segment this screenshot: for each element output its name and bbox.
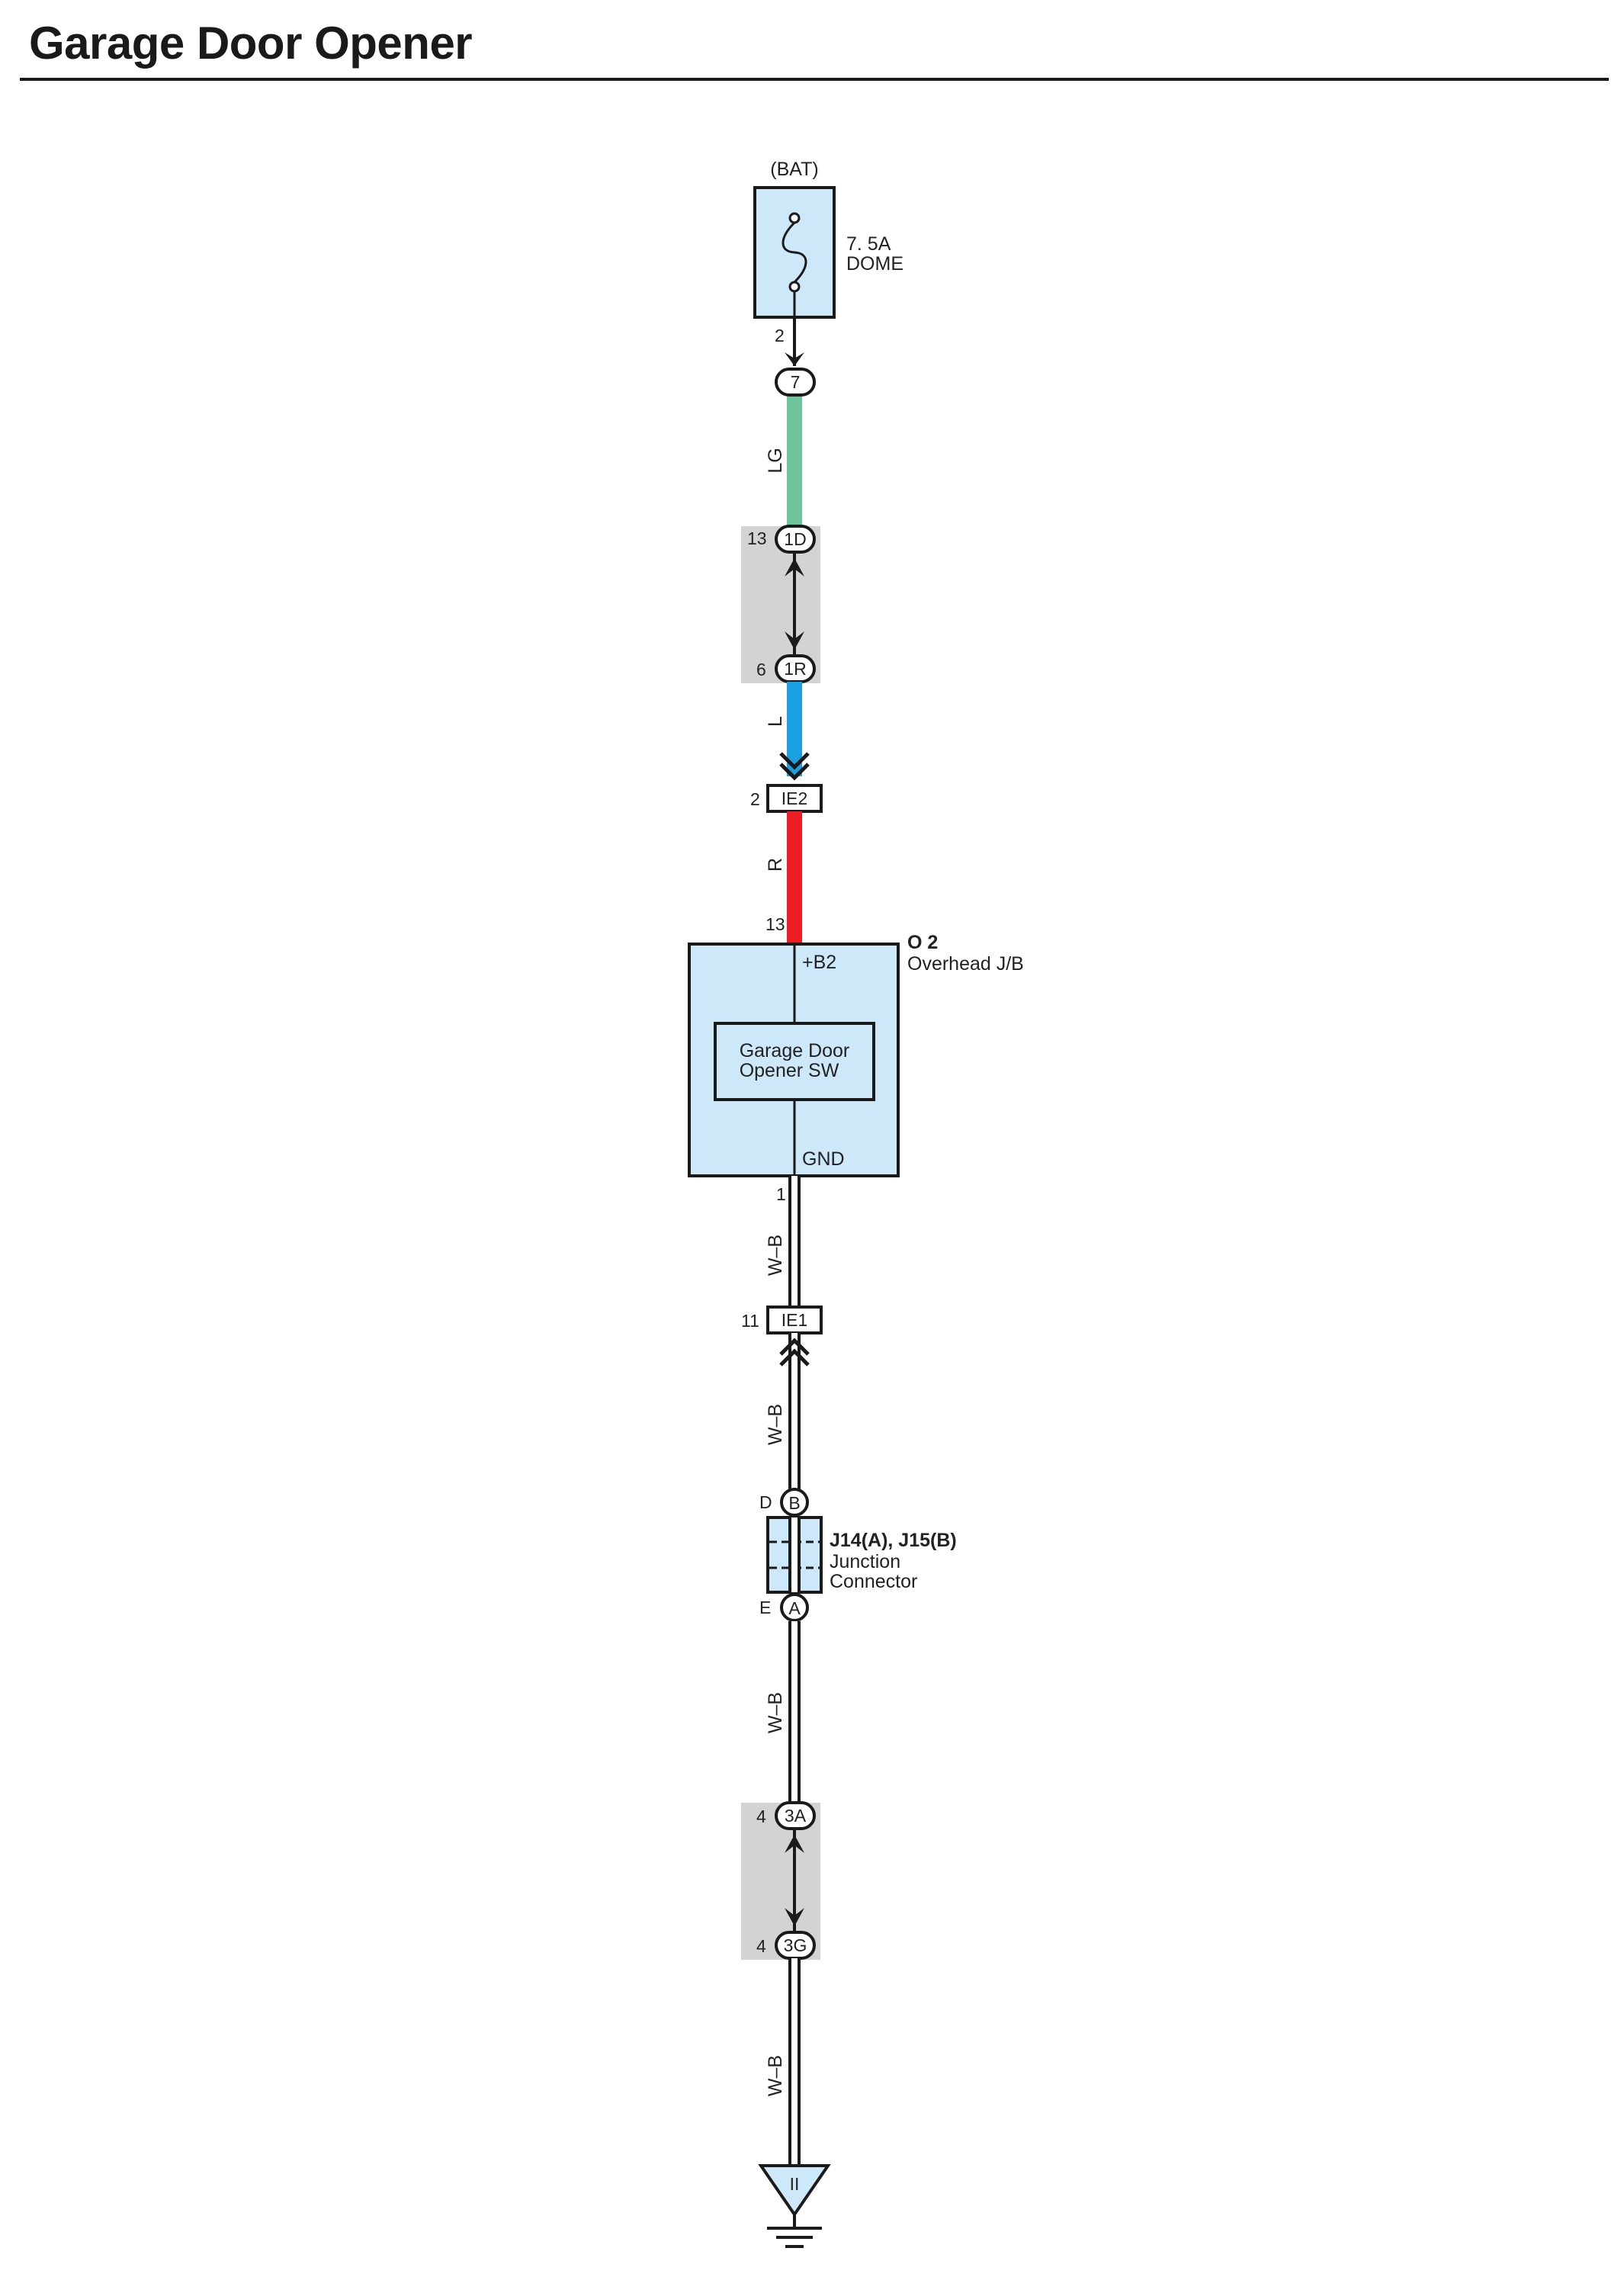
- page-title: Garage Door Opener: [29, 18, 473, 69]
- arrow-down-icon: [785, 631, 804, 650]
- connector-1r-pin: 6: [756, 660, 766, 679]
- fuse-icon: [782, 212, 807, 317]
- wire-lg[interactable]: [787, 393, 802, 528]
- connector-1d-pin: 13: [747, 528, 767, 548]
- wire-l[interactable]: [787, 682, 802, 776]
- junction-line1: Junction: [830, 1551, 900, 1572]
- connector-b-pin: D: [759, 1492, 772, 1512]
- connector-3g-label: 3G: [784, 1935, 807, 1955]
- connector-1r[interactable]: 1R: [775, 654, 816, 683]
- arrow-up-icon: [785, 1835, 804, 1853]
- wire-r[interactable]: [787, 811, 802, 944]
- fuse-source-label: (BAT): [770, 159, 818, 180]
- connector-7-label: 7: [791, 372, 801, 392]
- connector-3g[interactable]: 3G: [775, 1931, 816, 1960]
- connector-1d[interactable]: 1D: [775, 525, 816, 554]
- fuse-rating-label: 7. 5A: [846, 233, 891, 255]
- arrow-down-icon: [785, 1908, 804, 1926]
- fuse-pin-label: 2: [775, 326, 785, 345]
- connector-7[interactable]: 7: [775, 368, 816, 397]
- junction-line2: Connector: [830, 1571, 917, 1592]
- jb-pin-bottom: 1: [776, 1184, 786, 1204]
- connector-a[interactable]: A: [780, 1593, 809, 1622]
- connector-1d-label: 1D: [784, 529, 806, 549]
- connector-a-pin: E: [759, 1598, 771, 1617]
- arrow-down-icon: [785, 352, 804, 366]
- title-rule: [20, 78, 1609, 81]
- garage-door-opener-switch[interactable]: [714, 1022, 875, 1101]
- jb-name: Overhead J/B: [907, 953, 1024, 975]
- connector-ie1-label: IE1: [782, 1310, 808, 1330]
- wire-wb-3[interactable]: [788, 1621, 801, 1816]
- wire-wb-1[interactable]: [788, 1176, 801, 1321]
- wire-wb-1-label: W–B: [765, 1235, 786, 1276]
- ground-icon[interactable]: [758, 2164, 831, 2248]
- double-chevron-down-icon: [779, 752, 810, 781]
- junction-code: J14(A), J15(B): [830, 1530, 957, 1551]
- connector-3a-pin: 4: [756, 1807, 766, 1826]
- connector-b-label: B: [788, 1493, 800, 1513]
- jb-terminal-top: +B2: [802, 952, 836, 973]
- wire-wb-4-label: W–B: [765, 2055, 786, 2096]
- connector-ie1[interactable]: IE1: [766, 1306, 823, 1334]
- connector-ie2-pin: 2: [750, 789, 760, 809]
- connector-ie2-label: IE2: [782, 788, 808, 808]
- wire-wb-3-label: W–B: [765, 1692, 786, 1733]
- switch-label-line2: Opener SW: [740, 1060, 839, 1081]
- ground-label: II: [790, 2174, 800, 2194]
- connector-ie2[interactable]: IE2: [766, 784, 823, 813]
- jb-code: O 2: [907, 932, 938, 953]
- connector-3g-pin: 4: [756, 1936, 766, 1956]
- wire-lg-label: LG: [765, 448, 786, 473]
- fuse-name-label: DOME: [846, 253, 903, 275]
- connector-ie1-pin: 11: [741, 1311, 759, 1331]
- wire-l-label: L: [765, 716, 786, 727]
- wire-wb-2-label: W–B: [765, 1404, 786, 1445]
- jb-pin-top: 13: [765, 914, 785, 934]
- jb-terminal-bottom: GND: [802, 1148, 845, 1170]
- arrow-up-icon: [785, 558, 804, 576]
- switch-label-line1: Garage Door: [740, 1040, 850, 1061]
- double-chevron-up-icon: [779, 1338, 810, 1367]
- junction-connector[interactable]: [766, 1516, 823, 1594]
- connector-3a[interactable]: 3A: [775, 1801, 816, 1830]
- connector-1r-label: 1R: [784, 659, 806, 679]
- connector-a-label: A: [788, 1598, 801, 1618]
- wire-r-label: R: [765, 858, 786, 872]
- connector-3a-label: 3A: [785, 1806, 807, 1826]
- wire-wb-4[interactable]: [788, 1958, 801, 2167]
- wire-wb-2[interactable]: [788, 1333, 801, 1502]
- connector-b[interactable]: B: [780, 1488, 809, 1517]
